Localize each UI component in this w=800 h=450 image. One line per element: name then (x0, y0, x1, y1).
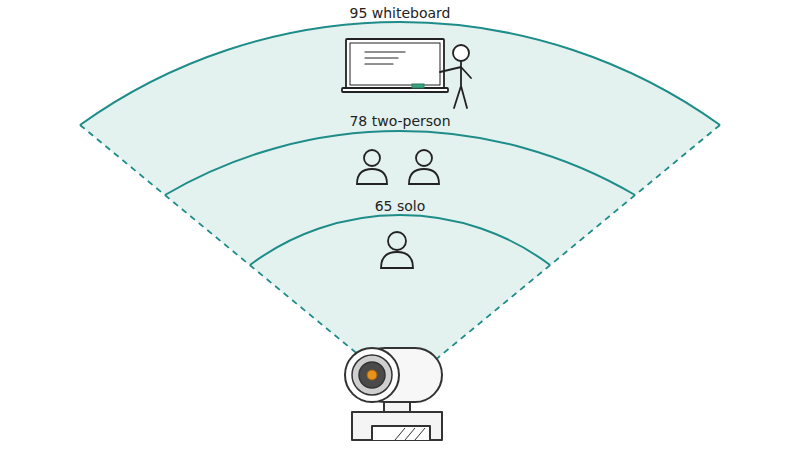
teacher-body (440, 61, 471, 108)
webcam-front (345, 348, 399, 402)
webcam-lens-ring (352, 355, 392, 395)
person-body (357, 169, 387, 184)
solo-person-icon (381, 232, 413, 268)
webcam-clamp-inner (372, 426, 430, 440)
band-label: 65 solo (240, 198, 560, 214)
person-head (416, 150, 432, 166)
band-label: 78 two-person (140, 113, 660, 129)
whiteboard-surface (350, 43, 440, 85)
whiteboard-writing (365, 52, 405, 64)
webcam-clamp (352, 412, 442, 440)
whiteboard-eraser (412, 84, 424, 88)
fov-band-shape (240, 196, 560, 361)
band-label: 95 whiteboard (60, 5, 740, 21)
fov-band: 78 two-person 65 solo (140, 112, 660, 365)
whiteboard-icon (342, 39, 471, 108)
fov-band-shape (140, 112, 660, 365)
webcam (345, 348, 442, 440)
fov-fill (80, 22, 720, 389)
two-person-icon (357, 150, 439, 184)
webcam-sensor (367, 370, 377, 380)
person-head (388, 232, 406, 250)
fov-arc (80, 22, 720, 125)
person-head (364, 150, 380, 166)
webcam-clamp-hatch (395, 428, 425, 440)
webcam-lens (359, 362, 385, 388)
fov-band: 65 solo (240, 196, 560, 361)
person-body (409, 169, 439, 184)
person-body (381, 252, 413, 268)
whiteboard-frame (346, 39, 444, 89)
fov-arc (165, 131, 635, 195)
fov-arc (250, 215, 550, 265)
teacher-head (453, 45, 469, 61)
whiteboard-tray (342, 88, 448, 92)
